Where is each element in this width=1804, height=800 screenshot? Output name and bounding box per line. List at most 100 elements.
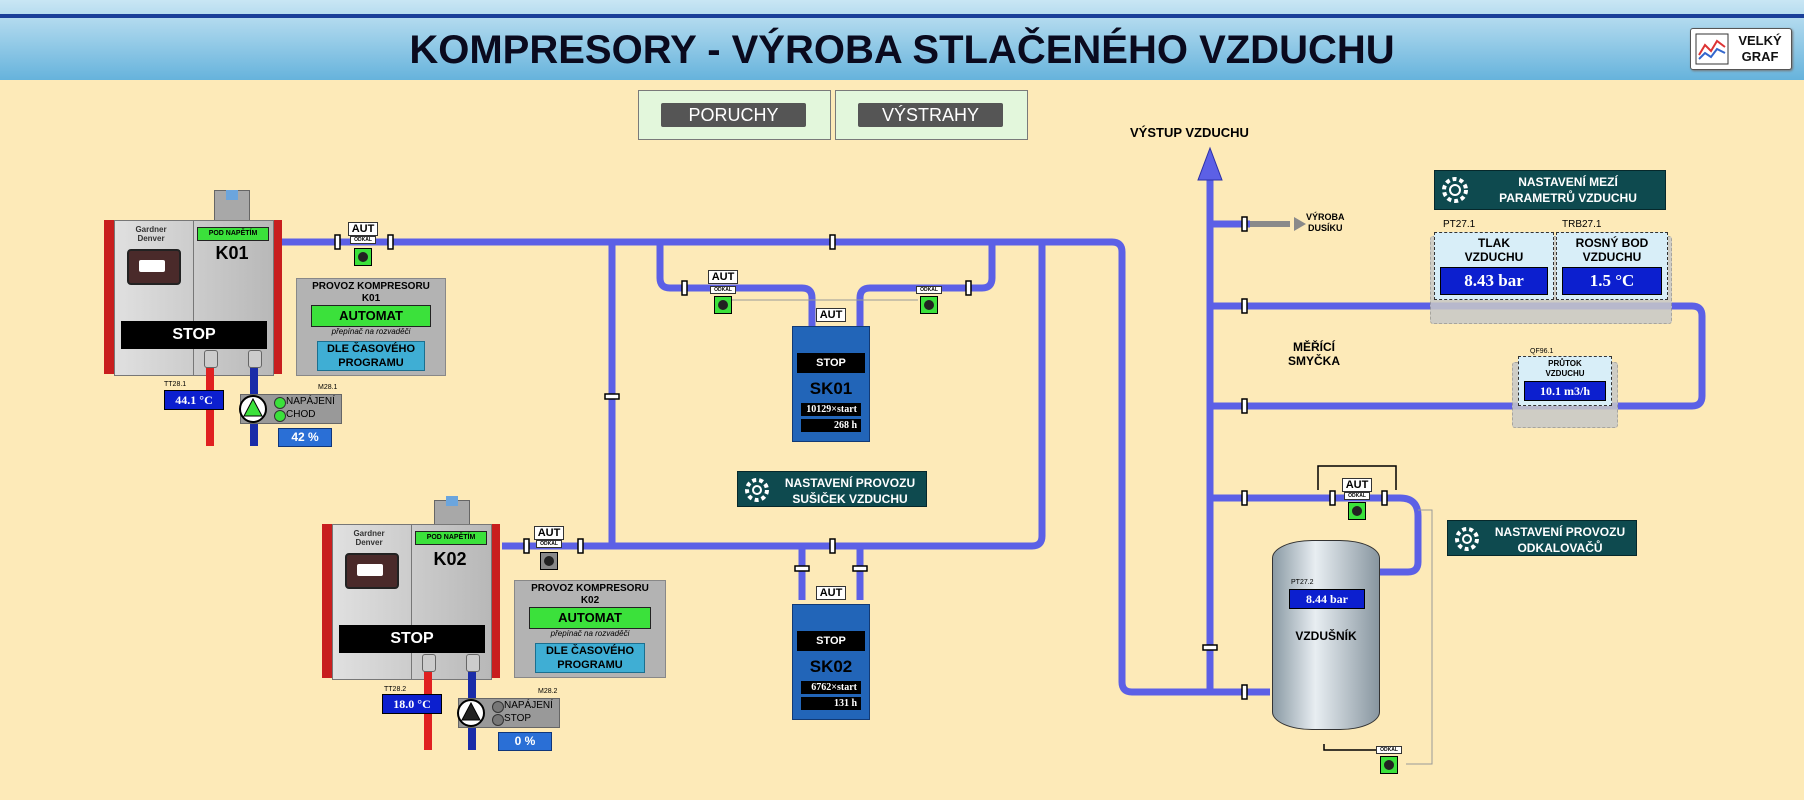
- k02-power-led: [492, 701, 504, 713]
- k02-mode-panel: PROVOZ KOMPRESORU K02 AUTOMAT přepínač n…: [514, 580, 666, 678]
- sk02-dryer[interactable]: STOP SK02 6762×start 131 h: [792, 604, 870, 720]
- receiver-drain-valve[interactable]: [1348, 502, 1366, 520]
- k01-temp-tag: TT28.1: [164, 381, 187, 388]
- k01-run-led: [274, 410, 286, 422]
- k01-drain-label: ODKAL: [350, 236, 376, 244]
- k02-drain-auto[interactable]: AUT: [534, 526, 564, 540]
- k02-hot-fitting: [422, 654, 436, 672]
- limits-settings-button[interactable]: NASTAVENÍ MEZÍ PARAMETRŮ VZDUCHU: [1434, 170, 1666, 210]
- k01-mode-panel: PROVOZ KOMPRESORU K01 AUTOMAT přepínač n…: [296, 278, 446, 376]
- k01-hot-fitting: [204, 350, 218, 368]
- k02-frame-left: [322, 524, 332, 678]
- k02-run-led: [492, 714, 504, 726]
- dryers-settings-label: NASTAVENÍ PROVOZU SUŠIČEK VZDUCHU: [784, 476, 916, 506]
- sk01-left-drain-auto[interactable]: AUT: [708, 270, 738, 284]
- measuring-loop-label: MĚŘÍCÍ SMYČKA: [1288, 340, 1341, 368]
- sk02-name: SK02: [809, 657, 853, 676]
- motor-icon: [457, 699, 485, 727]
- k01-compressor[interactable]: Gardner Denver POD NAPĚTÍM K01 STOP: [114, 220, 274, 376]
- pressure-value: 8.43 bar: [1440, 267, 1548, 295]
- k01-drain-auto[interactable]: AUT: [348, 222, 378, 236]
- k02-name: K02: [433, 549, 467, 569]
- k01-schedule-button[interactable]: DLE ČASOVÉHO PROGRAMU: [317, 341, 425, 371]
- sk01-right-drain-label: ODKAL: [916, 286, 942, 294]
- k02-intake-cap: [446, 496, 458, 506]
- sk01-name: SK01: [809, 379, 853, 398]
- flow-value: 10.1 m3/h: [1524, 381, 1606, 401]
- faults-button[interactable]: PORUCHY: [661, 103, 806, 127]
- warnings-panel: VÝSTRAHY: [835, 90, 1028, 140]
- motor-icon: [239, 395, 267, 423]
- k01-cold-fitting: [248, 350, 262, 368]
- k02-control-panel: [345, 553, 399, 589]
- drains-settings-button[interactable]: NASTAVENÍ PROVOZU ODKALOVAČŮ: [1447, 520, 1637, 556]
- big-graph-button[interactable]: VELKÝ GRAF: [1690, 28, 1792, 70]
- dewpoint-title: ROSNÝ BOD VZDUCHU: [1575, 236, 1649, 264]
- settings-gear-icon: [1455, 527, 1479, 551]
- pressure-tag: PT27.1: [1443, 219, 1476, 230]
- k01-status2: CHOD: [286, 409, 316, 420]
- pressure-panel[interactable]: TLAK VZDUCHU 8.43 bar: [1434, 232, 1554, 300]
- sk01-auto[interactable]: AUT: [816, 308, 846, 322]
- k01-drain-valve[interactable]: [354, 248, 372, 266]
- settings-gear-icon: [745, 478, 769, 502]
- k01-power-led: [274, 397, 286, 409]
- warnings-button[interactable]: VÝSTRAHY: [858, 103, 1003, 127]
- sk01-left-drain-label: ODKAL: [710, 286, 736, 294]
- sk01-starts: 10129×start: [801, 403, 861, 416]
- k01-frame-left: [104, 220, 114, 374]
- k02-auto-mode[interactable]: AUTOMAT: [529, 607, 651, 629]
- k02-switch-note: přepínač na rozvaděči: [550, 629, 630, 638]
- flow-panel[interactable]: PRŮTOK VZDUCHU 10.1 m3/h: [1518, 356, 1612, 406]
- settings-gear-icon: [1442, 177, 1468, 203]
- receiver-label: VZDUŠNÍK: [1295, 629, 1357, 643]
- k02-status2: STOP: [504, 713, 532, 724]
- k01-mode-title: PROVOZ KOMPRESORU K01: [312, 281, 430, 304]
- k01-control-panel: [127, 249, 181, 285]
- receiver-drain-label: ODKAL: [1344, 492, 1370, 500]
- tank-bottom-drain-label: ODKAL: [1376, 746, 1402, 754]
- sk01-left-drain-valve[interactable]: [714, 296, 732, 314]
- k01-brand: Gardner Denver: [135, 225, 167, 243]
- sk01-right-drain-valve[interactable]: [920, 296, 938, 314]
- sk02-hours: 131 h: [801, 697, 861, 710]
- dewpoint-tag: TRB27.1: [1562, 219, 1602, 230]
- sk02-auto[interactable]: AUT: [816, 586, 846, 600]
- k02-drain-valve[interactable]: [540, 552, 558, 570]
- k01-auto-mode[interactable]: AUTOMAT: [311, 305, 431, 327]
- pressure-title: TLAK VZDUCHU: [1464, 236, 1524, 264]
- k01-load: 42 %: [278, 428, 332, 447]
- sk01-state: STOP: [797, 353, 865, 373]
- drains-settings-label: NASTAVENÍ PROVOZU ODKALOVAČŮ: [1494, 525, 1626, 555]
- k02-compressor[interactable]: Gardner Denver POD NAPĚTÍM K02 STOP: [332, 524, 492, 680]
- sk01-dryer[interactable]: STOP SK01 10129×start 268 h: [792, 326, 870, 442]
- chart-icon: [1695, 33, 1729, 65]
- k02-frame-right: [490, 524, 500, 678]
- k02-load: 0 %: [498, 732, 552, 751]
- k01-door-line: [193, 221, 194, 375]
- k02-temp[interactable]: 18.0 °C: [382, 694, 442, 714]
- k01-switch-note: přepínač na rozvaděči: [331, 327, 411, 336]
- dewpoint-value: 1.5 °C: [1562, 267, 1662, 295]
- k02-status1: NAPÁJENÍ: [504, 700, 553, 711]
- receiver-pressure-value[interactable]: 8.44 bar: [1289, 589, 1365, 609]
- dewpoint-panel[interactable]: ROSNÝ BOD VZDUCHU 1.5 °C: [1556, 232, 1668, 300]
- nitrogen-label: VÝROBA DUSÍKU: [1306, 212, 1345, 233]
- receiver-drain-auto[interactable]: AUT: [1342, 478, 1372, 492]
- sk02-starts: 6762×start: [801, 681, 861, 694]
- k01-temp[interactable]: 44.1 °C: [164, 390, 224, 410]
- air-receiver-tank: PT27.2 8.44 bar VZDUŠNÍK: [1272, 540, 1380, 730]
- k02-drain-label: ODKAL: [536, 540, 562, 548]
- k01-intake-cap: [226, 190, 238, 200]
- k02-cold-fitting: [466, 654, 480, 672]
- tank-bottom-drain-valve[interactable]: [1380, 756, 1398, 774]
- k02-mode-title: PROVOZ KOMPRESORU K02: [531, 583, 649, 606]
- faults-panel: PORUCHY: [638, 90, 831, 140]
- k02-brand: Gardner Denver: [353, 529, 385, 547]
- k02-door-line: [411, 525, 412, 679]
- k01-name: K01: [215, 243, 249, 263]
- k02-schedule-button[interactable]: DLE ČASOVÉHO PROGRAMU: [535, 643, 645, 673]
- k01-state: STOP: [121, 321, 267, 349]
- dryers-settings-button[interactable]: NASTAVENÍ PROVOZU SUŠIČEK VZDUCHU: [737, 471, 927, 507]
- sk02-state: STOP: [797, 631, 865, 651]
